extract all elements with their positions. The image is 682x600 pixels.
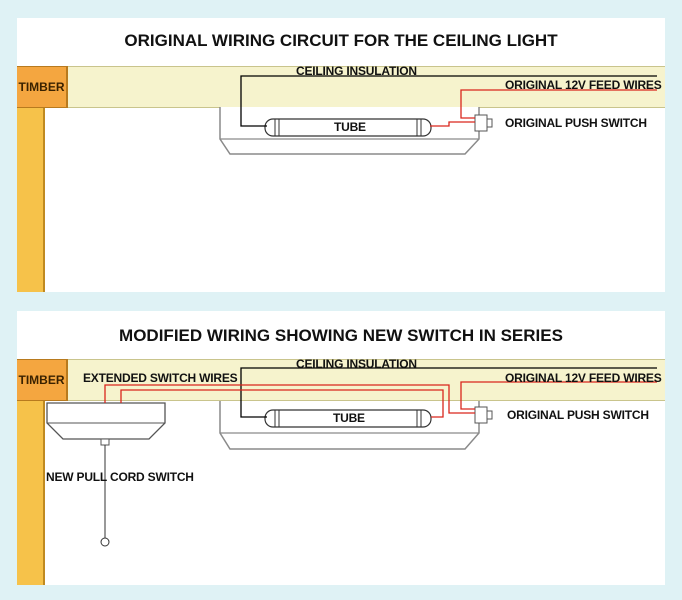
modified-wiring-title: MODIFIED WIRING SHOWING NEW SWITCH IN SE…	[119, 326, 563, 345]
original-wiring-title: ORIGINAL WIRING CIRCUIT FOR THE CEILING …	[124, 31, 558, 50]
red-feed-wire	[460, 381, 657, 410]
push-switch-label: ORIGINAL PUSH SWITCH	[505, 116, 647, 130]
red-extended-wire-1	[104, 384, 475, 414]
extended-switch-wires-label: EXTENDED SWITCH WIRES	[83, 371, 238, 385]
modified-wiring-svg	[46, 367, 657, 547]
ceiling-insulation-label: CEILING INSULATION	[296, 64, 417, 78]
pull-cord-base	[100, 438, 110, 446]
black-feed-wire	[240, 75, 657, 127]
ceiling-insulation-band	[17, 359, 665, 401]
push-switch-button	[486, 410, 493, 420]
timber-label: TIMBER	[18, 80, 65, 94]
tube-label: TUBE	[333, 411, 365, 425]
red-tube-wire	[430, 121, 475, 127]
timber-beam: TIMBER	[17, 66, 68, 108]
modified-wiring-panel: MODIFIED WIRING SHOWING NEW SWITCH IN SE…	[17, 311, 665, 585]
pull-cord-switch-housing	[46, 402, 166, 440]
timber-beam: TIMBER	[17, 359, 68, 401]
pull-cord-knob	[100, 537, 110, 547]
push-switch-body	[474, 406, 488, 424]
tube-body	[264, 409, 432, 428]
feed-wires-label: ORIGINAL 12V FEED WIRES	[505, 78, 662, 92]
black-feed-wire	[240, 367, 657, 418]
feed-wires-label: ORIGINAL 12V FEED WIRES	[505, 371, 662, 385]
tube-label: TUBE	[334, 120, 366, 134]
push-switch-label: ORIGINAL PUSH SWITCH	[507, 408, 649, 422]
push-switch-button	[486, 118, 493, 128]
red-extended-wire-2	[120, 389, 444, 418]
original-wiring-svg	[219, 75, 657, 155]
timber-label: TIMBER	[18, 373, 65, 387]
pull-cord-switch-label: NEW PULL CORD SWITCH	[46, 470, 194, 484]
timber-post	[17, 106, 45, 292]
original-wiring-panel: ORIGINAL WIRING CIRCUIT FOR THE CEILING …	[17, 18, 665, 292]
timber-post	[17, 399, 45, 585]
ceiling-insulation-label: CEILING INSULATION	[296, 357, 417, 371]
red-feed-wire	[460, 89, 657, 119]
tube-body	[264, 118, 432, 137]
push-switch-body	[474, 114, 488, 132]
